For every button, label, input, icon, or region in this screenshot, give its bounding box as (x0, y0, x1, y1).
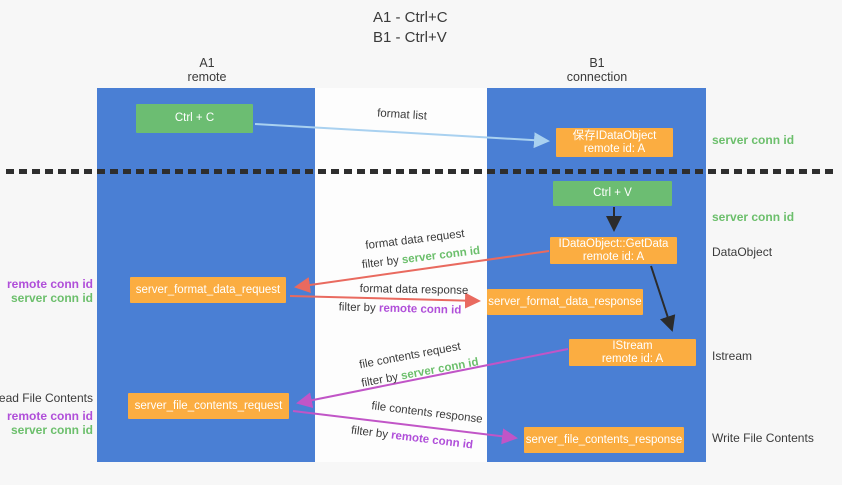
right-annotation-text-4: Istream (712, 349, 753, 363)
node-server-file-contents-response: server_file_contents_response (524, 427, 684, 453)
left-annotation-text-4: remote conn id (6, 409, 93, 423)
right-annotation-text-1: server conn id (712, 133, 795, 147)
diagram-title: A1 - Ctrl+C B1 - Ctrl+V (373, 8, 448, 48)
node-file-request-label: server_file_contents_request (134, 399, 283, 412)
left-annotation-remote-conn-id-1: remote conn id (0, 277, 93, 291)
right-annotation-write-file-contents: Write File Contents (712, 431, 814, 445)
left-annotation-text-2: server conn id (10, 291, 93, 305)
filter-by-text-2: filter by (338, 301, 380, 315)
node-server-format-data-response: server_format_data_response (487, 289, 643, 315)
node-format-response-label: server_format_data_response (488, 295, 642, 308)
title-line-1: A1 - Ctrl+C (373, 9, 448, 26)
right-annotation-server-conn-id-2: server conn id (712, 210, 794, 224)
right-annotation-istream: Istream (712, 349, 752, 363)
right-annotation-server-conn-id-1: server conn id (712, 133, 794, 147)
node-ctrl-v: Ctrl + V (553, 181, 672, 206)
right-annotation-dataobject: DataObject (712, 245, 772, 259)
left-annotation-text-5: server conn id (10, 423, 93, 437)
lane-header-b1: B1 connection (517, 56, 677, 84)
remote-conn-id-text-1: remote conn id (378, 302, 462, 317)
left-annotation-server-conn-id-1: server conn id (0, 291, 93, 305)
node-save-dataobject-line2: remote id: A (583, 142, 646, 155)
left-annotation-server-conn-id-2: server conn id (0, 423, 93, 437)
label-format-data-response: format data response (360, 283, 469, 297)
node-file-response-label: server_file_contents_response (525, 433, 683, 446)
title-line-2: B1 - Ctrl+V (373, 29, 447, 46)
lane-b1-id: B1 (589, 56, 605, 70)
node-save-dataobject-line1: 保存IDataObject (572, 129, 657, 142)
node-ctrl-v-label: Ctrl + V (593, 187, 632, 199)
right-annotation-text-5: Write File Contents (712, 431, 814, 445)
right-annotation-text-3: DataObject (712, 245, 773, 259)
node-ctrl-c-label: Ctrl + C (174, 112, 215, 124)
node-getdata-line2: remote id: A (582, 250, 645, 263)
node-server-format-data-request: server_format_data_request (130, 277, 286, 303)
lane-b1-subtitle: connection (566, 70, 628, 84)
node-istream-line1: IStream (612, 339, 653, 352)
node-ctrl-c: Ctrl + C (136, 104, 253, 133)
left-annotation-text-1: remote conn id (6, 277, 93, 291)
node-save-dataobject: 保存IDataObject remote id: A (556, 128, 673, 157)
lane-header-a1: A1 remote (127, 56, 287, 84)
node-istream-line2: remote id: A (601, 352, 664, 365)
node-istream: IStream remote id: A (569, 339, 696, 366)
node-idataobject-getdata: IDataObject::GetData remote id: A (550, 237, 677, 264)
node-format-request-label: server_format_data_request (135, 283, 281, 296)
node-getdata-line1: IDataObject::GetData (558, 237, 669, 250)
left-annotation-read-file-contents: Read File Contents (0, 391, 93, 405)
lane-a1-id: A1 (199, 56, 215, 70)
phase-divider-dotted-line (6, 169, 834, 174)
node-server-file-contents-request: server_file_contents_request (128, 393, 289, 419)
lane-a1-subtitle: remote (187, 70, 227, 84)
label-format-data-response-text: format data response (359, 283, 469, 297)
left-annotation-text-3: Read File Contents (0, 391, 93, 405)
right-annotation-text-2: server conn id (712, 210, 795, 224)
left-annotation-remote-conn-id-2: remote conn id (0, 409, 93, 423)
